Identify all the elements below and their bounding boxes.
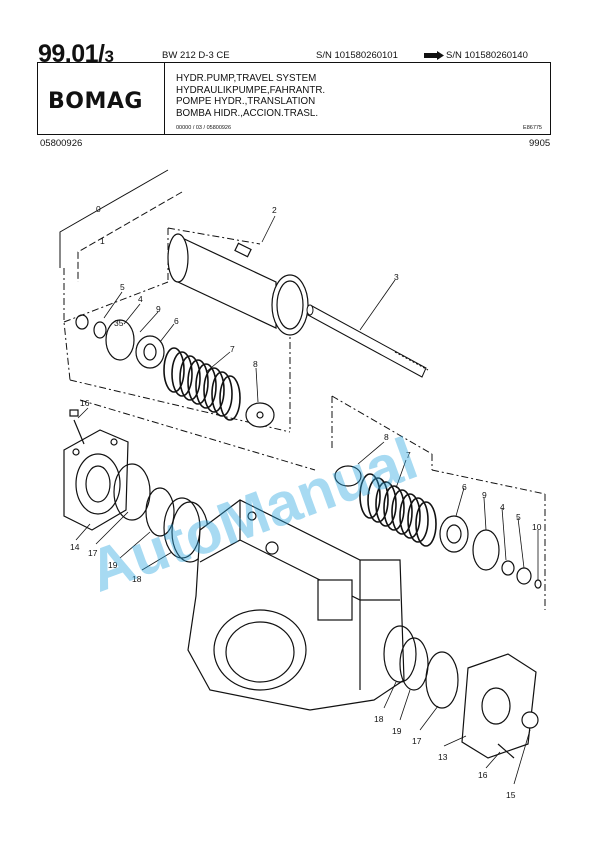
left-rings: [75, 314, 135, 361]
page-number: 99.01/3: [38, 40, 114, 68]
callout-13: 13: [438, 752, 448, 762]
callout-4: 4: [138, 294, 143, 304]
callout-9: 9: [156, 304, 161, 314]
callout-19-right: 19: [392, 726, 402, 736]
callout-6: 6: [174, 316, 179, 326]
callout-7-right: 7: [406, 450, 411, 460]
callout-4-right: 4: [500, 502, 505, 512]
callout-17: 17: [88, 548, 98, 558]
title-lines: HYDR.PUMP,TRAVEL SYSTEM HYDRAULIKPUMPE,F…: [176, 73, 325, 119]
left-cover-plate: [63, 409, 129, 531]
callout-14: 14: [70, 542, 80, 552]
title-english: HYDR.PUMP,TRAVEL SYSTEM: [176, 73, 317, 84]
callout-5: 5: [120, 282, 125, 292]
logo-cell: BOMAG: [38, 63, 165, 134]
callout-3: 3: [394, 272, 399, 282]
right-group-outline: [331, 395, 433, 455]
right-o-rings: [383, 625, 459, 709]
drawing-code: E86775: [523, 125, 542, 131]
serial-from: S/N 101580260101: [316, 50, 398, 61]
callout-18: 18: [132, 574, 142, 584]
model-label: BW 212 D-3 CE: [162, 50, 230, 61]
document-number: 05800926: [40, 138, 83, 149]
right-spring: [359, 473, 437, 547]
callout-1: 1: [100, 236, 105, 246]
callout-6-right: 6: [462, 482, 467, 492]
arrow-right-icon: [424, 51, 444, 60]
serial-to: S/N 101580260140: [446, 50, 528, 61]
group-bracket-1: [77, 191, 183, 282]
callout-16-right: 16: [478, 770, 488, 780]
group-bracket-0: [59, 169, 169, 268]
callout-8: 8: [253, 359, 258, 369]
callout-5-right: 5: [516, 512, 521, 522]
callout-8-right: 8: [384, 432, 389, 442]
callout-10: 10: [532, 522, 542, 532]
title-spanish: BOMBA HIDR.,ACCION.TRASL.: [176, 107, 319, 119]
left-group-outline: [63, 268, 71, 381]
date-code: 9905: [529, 138, 551, 149]
shaft: [306, 304, 429, 378]
callout-35: 35: [114, 318, 124, 328]
callout-15: 15: [506, 790, 516, 800]
spring-seat-left: [135, 335, 275, 428]
callout-18-right: 18: [374, 714, 384, 724]
right-cover-plate: [461, 653, 539, 759]
callout-9-right: 9: [482, 490, 487, 500]
callout-7: 7: [230, 344, 235, 354]
page-number-sub: 3: [104, 47, 114, 66]
callout-17-right: 17: [412, 736, 422, 746]
leader-lines: [75, 215, 539, 785]
title-block: BOMAG HYDR.PUMP,TRAVEL SYSTEM HYDRAULIKP…: [37, 62, 551, 135]
callout-19: 19: [108, 560, 118, 570]
title-german: HYDRAULIKPUMPE,FAHRANTR.: [176, 84, 326, 96]
callout-0: 0: [96, 204, 101, 214]
pump-housing: [187, 499, 405, 711]
callout-labels: 0 1 2 3 5 4 35 9 6 7 8 16 8 7 6 9 4 5 10…: [70, 204, 542, 800]
callout-16: 16: [80, 398, 90, 408]
left-spring: [163, 347, 241, 421]
callout-2: 2: [272, 205, 277, 215]
bomag-logo: BOMAG: [48, 89, 143, 114]
reference-code: 00000 / 03 / 05800926: [176, 125, 232, 131]
cylinder-sleeve: [167, 233, 309, 336]
title-french: POMPE HYDR.,TRANSLATION: [176, 96, 316, 108]
